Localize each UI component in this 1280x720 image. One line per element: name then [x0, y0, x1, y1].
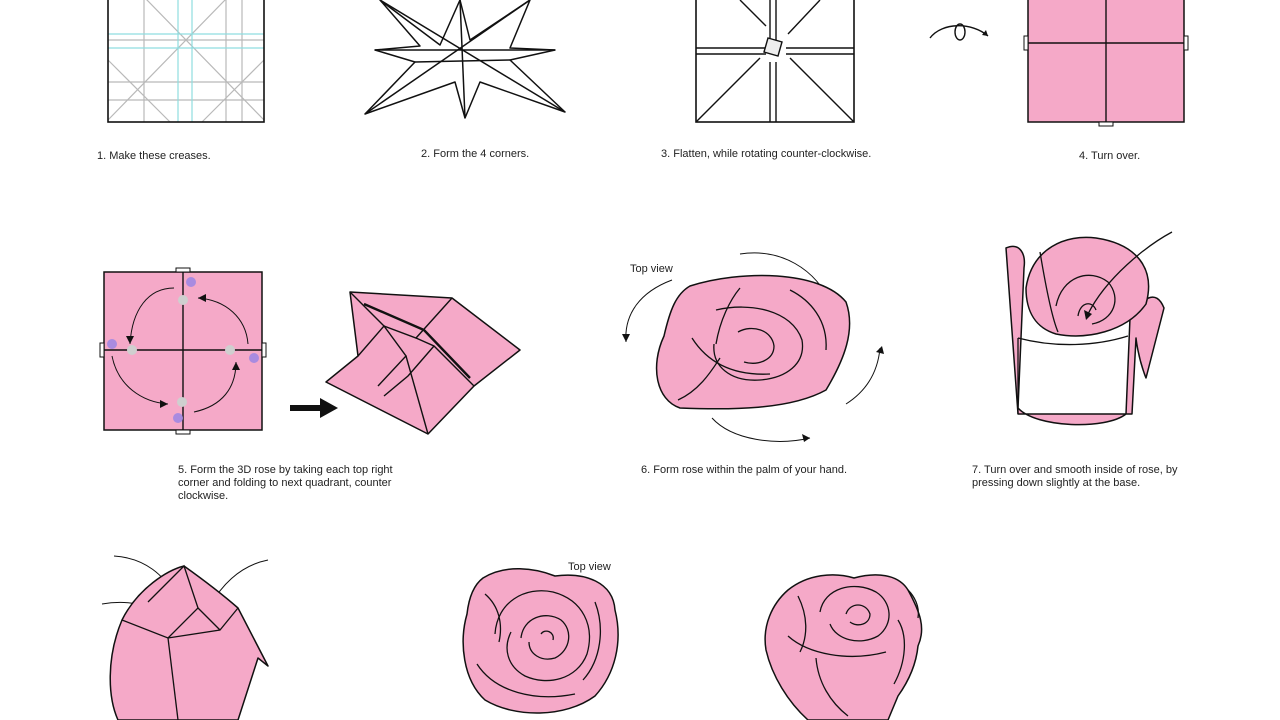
- step6-top-view-label: Top view: [630, 263, 673, 275]
- final-top-view-label: Top view: [568, 561, 611, 573]
- step5-caption: 5. Form the 3D rose by taking each top r…: [178, 464, 393, 502]
- final-rose-3d: [764, 574, 923, 720]
- step4-pink-square: [1023, 0, 1189, 127]
- step8-rose-diagram: [101, 555, 269, 720]
- arrow-right-icon: [290, 398, 338, 418]
- step7-caption: 7. Turn over and smooth inside of rose, …: [972, 464, 1178, 489]
- step5-square-diagram: [99, 267, 267, 435]
- final-rose-top-view: [462, 568, 619, 714]
- step6-rose-diagram: [622, 252, 884, 442]
- step7-rose-diagram: [1005, 231, 1173, 426]
- step6-caption: 6. Form rose within the palm of your han…: [641, 464, 848, 476]
- step2-caption: 2. Form the 4 corners.: [421, 148, 530, 160]
- step1-caption: 1. Make these creases.: [97, 150, 211, 162]
- step5-3d-rose-diagram: [325, 291, 521, 435]
- turn-over-icon: [929, 23, 989, 41]
- step2-corners-diagram: [364, 0, 566, 119]
- step4-caption: 4. Turn over.: [1079, 150, 1141, 162]
- step3-flatten-diagram: [695, 0, 855, 123]
- step1-crease-diagram: [107, 0, 265, 123]
- step3-caption: 3. Flatten, while rotating counter-clock…: [661, 148, 872, 160]
